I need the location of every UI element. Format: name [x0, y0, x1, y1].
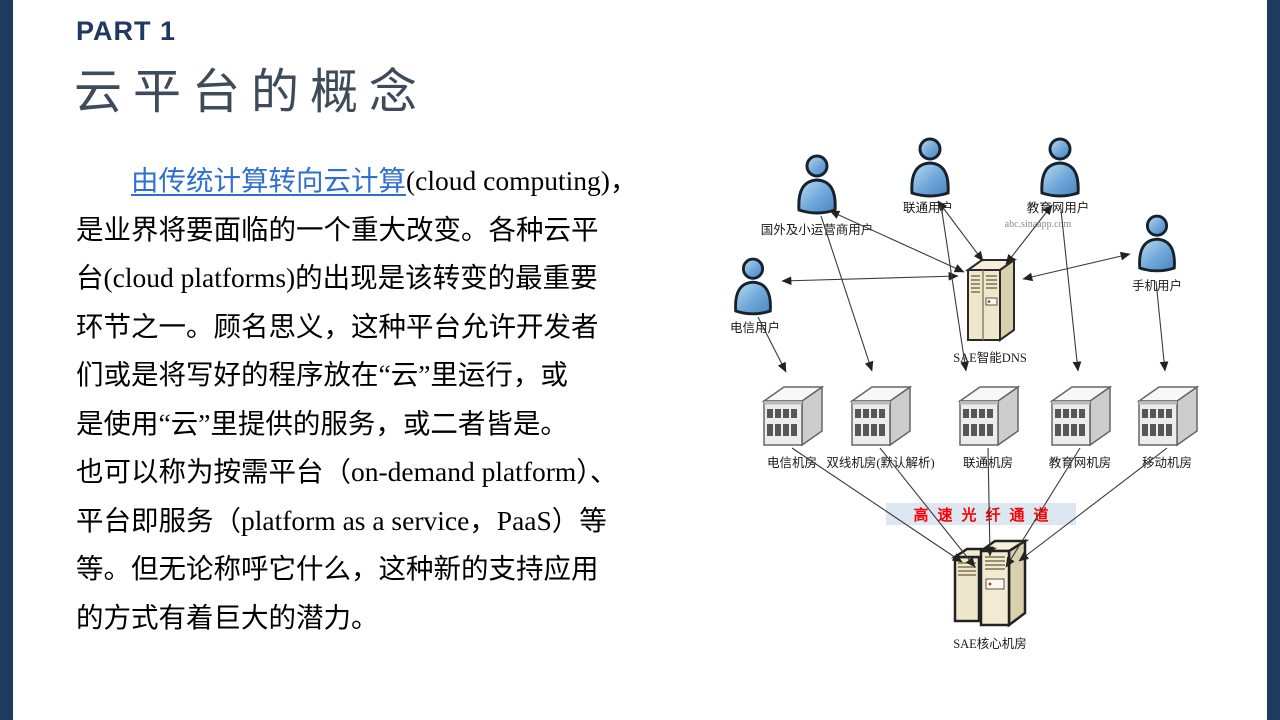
user-icon-edu	[1035, 136, 1085, 203]
body-line: 台(cloud platforms)的出现是该转变的最重要	[76, 262, 598, 293]
user-label-telecom: 电信用户	[729, 321, 780, 335]
fiber-channel-banner: 高速光纤通道	[886, 503, 1076, 525]
left-edge-bar	[0, 0, 13, 720]
user-label-overseas: 国外及小运营商用户	[760, 223, 874, 237]
user-label-unicom: 联通用户	[902, 201, 953, 215]
body-line: 是使用“云”里提供的服务，或二者皆是。	[76, 407, 568, 439]
edu-domain-label: abc.sinaapp.com	[1004, 219, 1072, 230]
room-icon-unicom	[954, 375, 1022, 454]
user-icon-mobile	[1133, 213, 1181, 278]
body-line: 平台即服务（platform as a service，PaaS）等	[76, 504, 607, 536]
room-label-mobile: 移动机房	[1141, 456, 1192, 470]
body-line: 由传统计算转向云计算(cloud computing)，	[76, 157, 638, 206]
room-icon-mobile	[1133, 375, 1201, 454]
user-icon-overseas	[792, 153, 842, 220]
sae-architecture-diagram: 高速光纤通道 国外及小运营商用户 联通用户 教育网用户 abc.sinaapp.…	[700, 115, 1225, 665]
body-line: 是业界将要面临的一个重大改变。各种云平	[76, 213, 599, 245]
body-line: 环节之一。顾名思义，这种平台允许开发者	[76, 310, 599, 342]
body-paragraph: 由传统计算转向云计算(cloud computing)， 是业界将要面临的一个重…	[76, 157, 638, 642]
room-icon-edu	[1046, 375, 1114, 454]
dns-server-icon	[958, 252, 1022, 353]
user-label-mobile: 手机用户	[1131, 279, 1182, 293]
body-line: 也可以称为按需平台（on-demand platform）、	[76, 456, 618, 487]
right-edge-bar	[1267, 0, 1280, 720]
user-icon-telecom	[729, 256, 777, 321]
part-label: PART 1	[76, 16, 177, 46]
cloud-computing-link[interactable]: 由传统计算转向云计算	[131, 165, 406, 196]
room-icon-telecom	[758, 375, 826, 454]
dns-server-label: SAE智能DNS	[953, 351, 1027, 365]
user-icon-unicom	[905, 136, 955, 203]
core-server-label: SAE核心机房	[953, 637, 1027, 651]
room-icon-dualline	[846, 375, 914, 454]
body-line: 们或是将写好的程序放在“云”里运行，或	[76, 359, 568, 390]
page-title: 云平台的概念	[74, 66, 429, 119]
core-server-icon	[949, 529, 1031, 636]
user-label-edu: 教育网用户	[1026, 201, 1090, 215]
fiber-channel-label: 高速光纤通道	[913, 507, 1058, 524]
body-line-rest: (cloud computing)，	[406, 165, 638, 196]
body-line: 等。但无论称呼它什么，这种新的支持应用	[76, 553, 599, 584]
body-line: 的方式有着巨大的潜力。	[76, 601, 379, 633]
